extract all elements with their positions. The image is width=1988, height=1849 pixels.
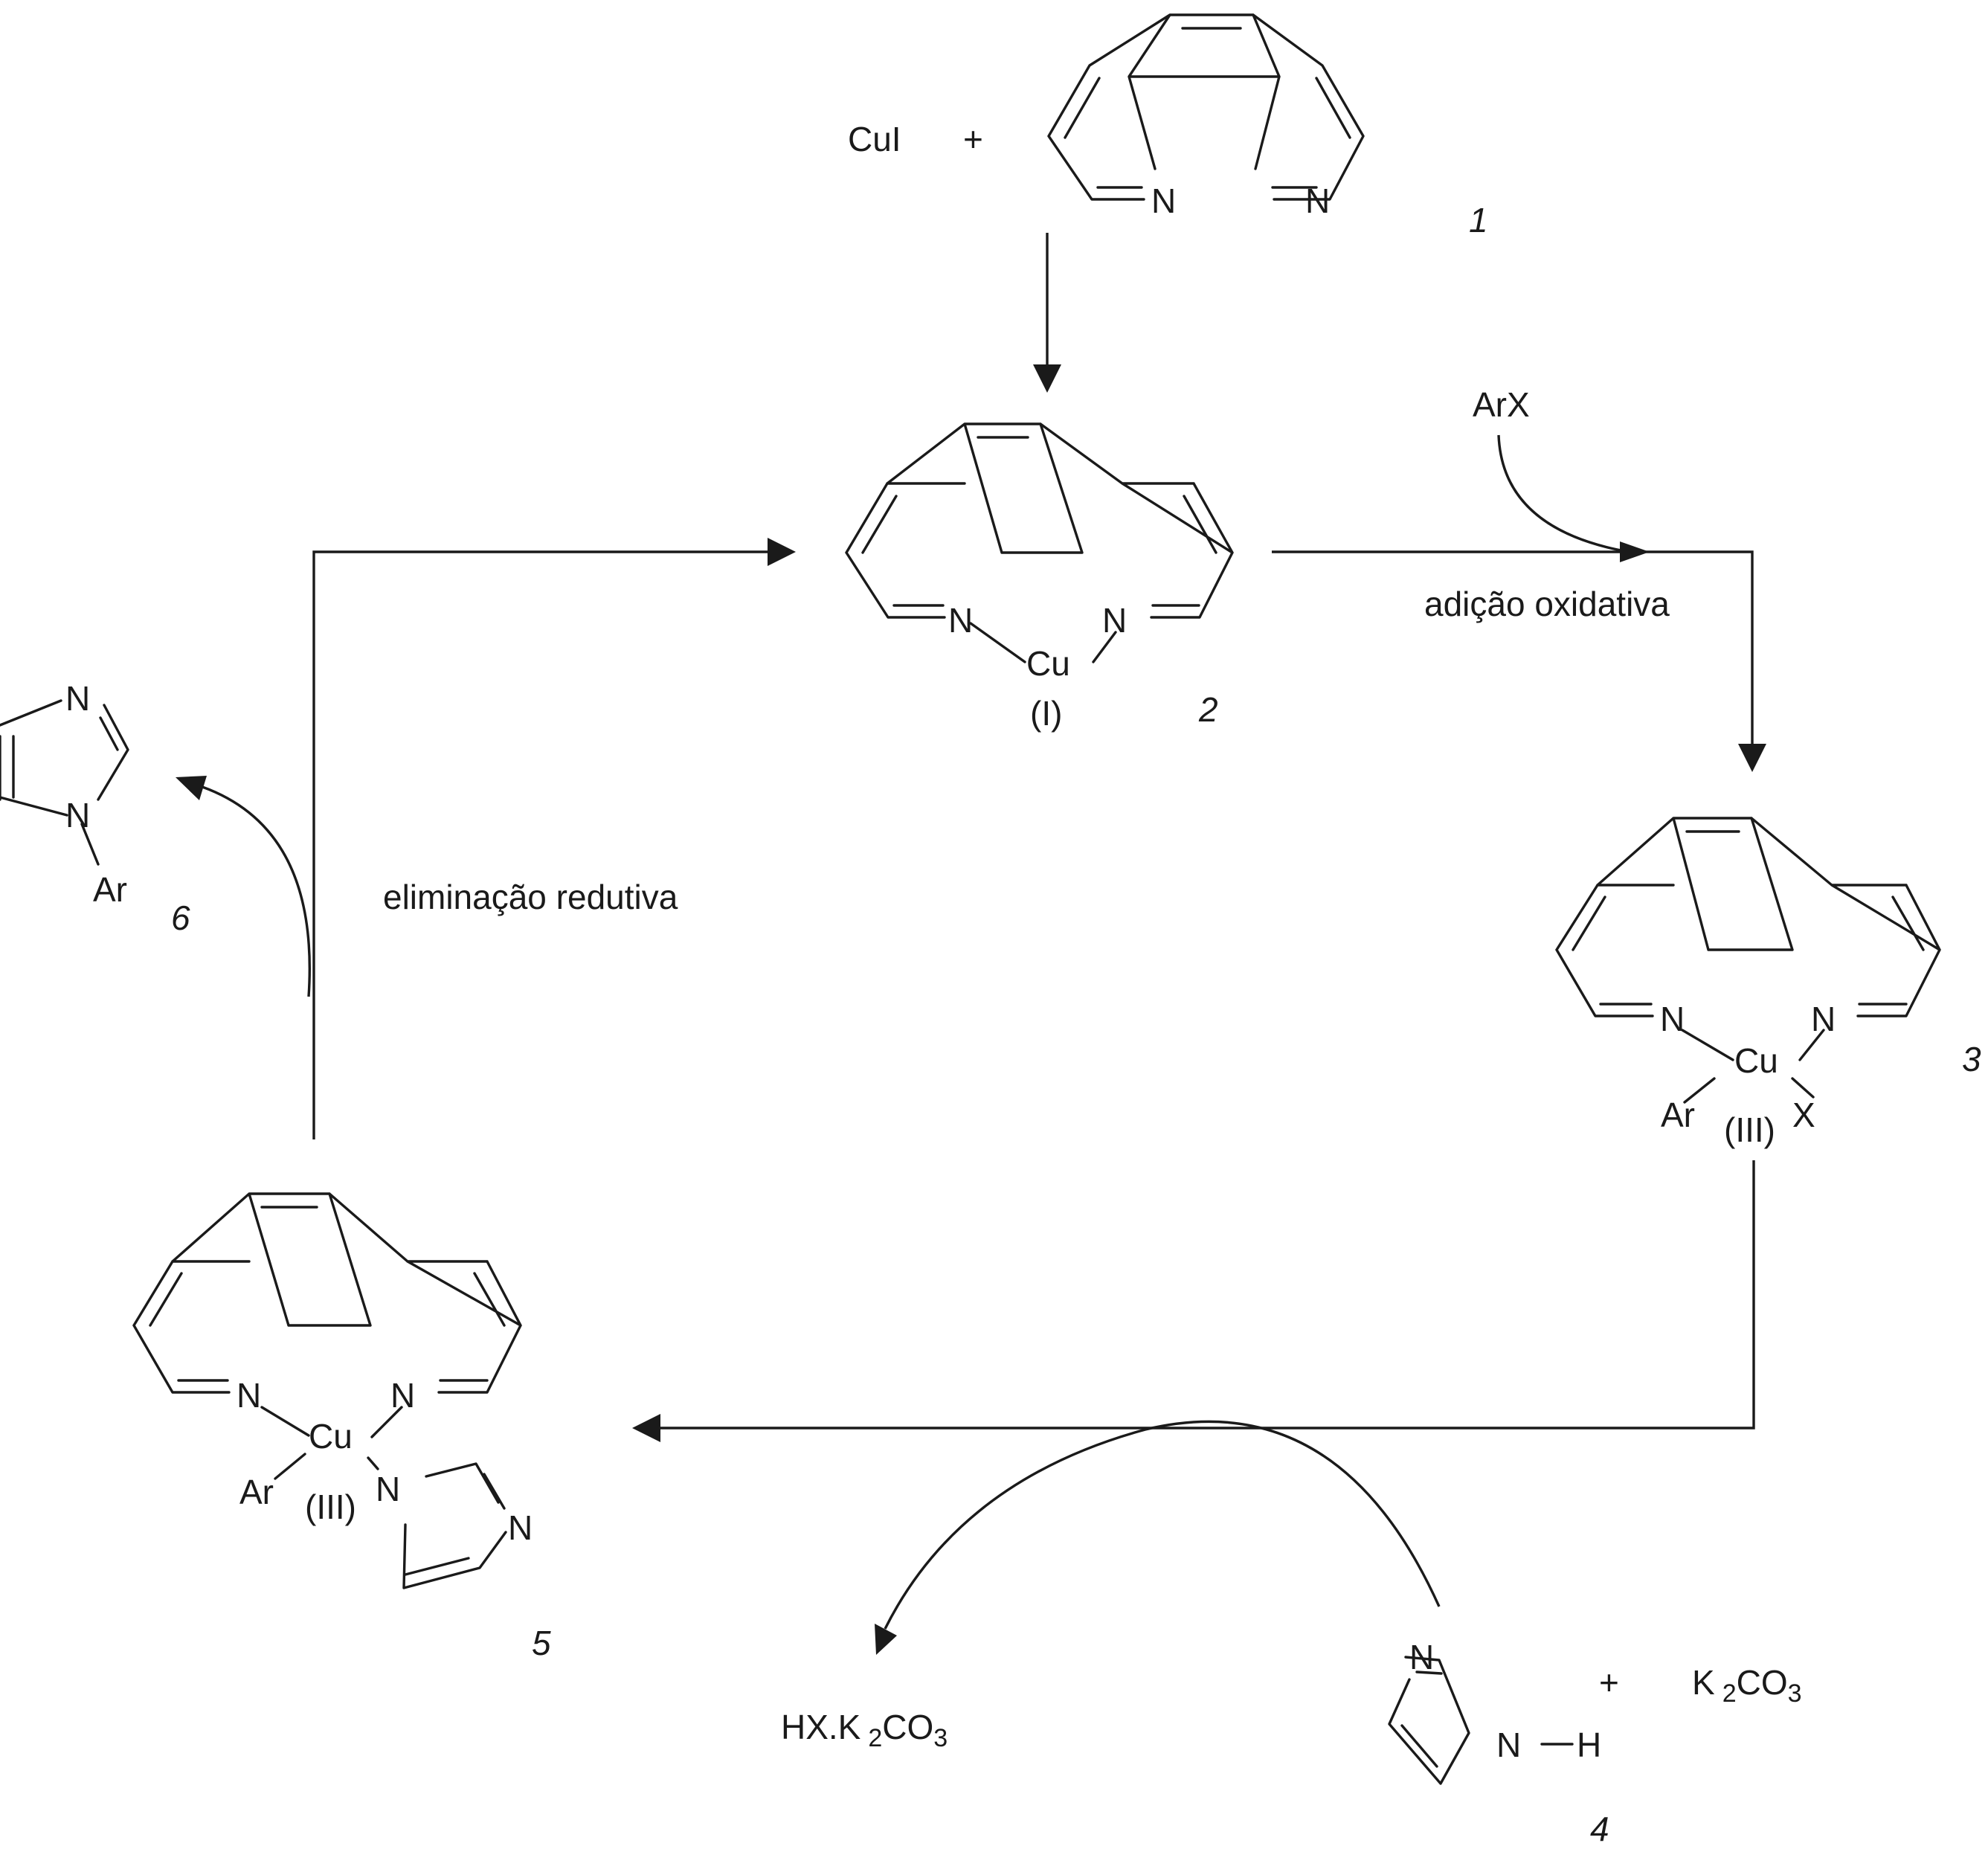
compound-number-2: 2 xyxy=(1198,690,1218,729)
nitrogen-atom-1a: N xyxy=(1151,181,1176,220)
aryl-group-5: Ar xyxy=(239,1473,274,1511)
nitrogen-atom-2b: N xyxy=(1102,601,1127,640)
aryl-group-3: Ar xyxy=(1661,1096,1695,1134)
plus-sign: + xyxy=(963,120,983,158)
oxidative-addition-label: adição oxidativa xyxy=(1424,585,1670,623)
nitrogen-atom-4a: N xyxy=(1409,1638,1434,1676)
copper-atom-2: Cu xyxy=(1026,644,1070,683)
halide-atom-3: X xyxy=(1792,1096,1815,1134)
nitrogen-atom-5b: N xyxy=(390,1376,415,1415)
nitrogen-atom-5d: N xyxy=(508,1508,533,1547)
imidazole-exchange-curve xyxy=(884,1420,1441,1630)
copper-i-complex-2: N N Cu (I) xyxy=(845,422,1234,733)
oxidation-state-iii-3: (III) xyxy=(1724,1110,1775,1149)
ligand-exchange-arrowhead xyxy=(632,1414,660,1442)
nitrogen-atom-6a: N xyxy=(65,679,90,718)
copper-atom-3: Cu xyxy=(1734,1041,1778,1080)
nitrogen-atom-1b: N xyxy=(1305,181,1330,220)
ligand-exchange-arrow xyxy=(660,1160,1755,1430)
formation-arrowhead xyxy=(1033,364,1061,393)
n-aryl-imidazole-product-6: N N Ar xyxy=(0,679,129,909)
reductive-elimination-label: eliminação redutiva xyxy=(383,878,678,916)
nitrogen-atom-6b: N xyxy=(65,796,90,835)
imidazole-reagent-4: N N H xyxy=(1388,1638,1601,1785)
byproduct-arrowhead xyxy=(875,1624,897,1655)
compound-number-1: 1 xyxy=(1469,201,1488,239)
oxidation-state-i: (I) xyxy=(1030,694,1062,733)
oxidative-addition-arrow xyxy=(1272,550,1754,744)
compound-number-5: 5 xyxy=(532,1624,551,1662)
copper-atom-5: Cu xyxy=(309,1417,353,1456)
aryl-group-6: Ar xyxy=(93,870,127,909)
arx-reagent-label: ArX xyxy=(1473,385,1530,424)
nitrogen-atom-3b: N xyxy=(1811,1000,1836,1038)
nitrogen-atom-3a: N xyxy=(1660,1000,1685,1038)
reductive-elimination-arrowhead xyxy=(768,538,796,566)
compound-number-3: 3 xyxy=(1962,1040,1981,1078)
nitrogen-atom-2a: N xyxy=(948,601,973,640)
compound-number-6: 6 xyxy=(171,898,190,937)
nitrogen-atom-5c: N xyxy=(376,1470,400,1508)
nitrogen-atom-4b: N xyxy=(1496,1726,1521,1764)
phenanthroline-ligand-1: N N xyxy=(1047,13,1365,220)
hydrogen-atom-4: H xyxy=(1577,1726,1601,1764)
copper-iii-complex-3: N N Cu Ar (III) X xyxy=(1555,817,1941,1149)
oxidative-addition-arrowhead xyxy=(1738,744,1766,772)
oxidation-state-iii-5: (III) xyxy=(305,1488,356,1526)
copper-iodide-label: CuI xyxy=(848,120,901,158)
product-release-arrowhead xyxy=(176,776,207,800)
nitrogen-atom-5a: N xyxy=(237,1376,261,1415)
arx-entry-curve xyxy=(1497,434,1630,553)
plus-sign-base: + xyxy=(1599,1663,1619,1702)
product-release-curve xyxy=(202,785,311,997)
reductive-elimination-arrow xyxy=(312,550,768,1139)
compound-number-4: 4 xyxy=(1590,1810,1609,1848)
copper-iii-imidazolyl-complex-5: N N Cu Ar (III) N N xyxy=(132,1192,533,1589)
